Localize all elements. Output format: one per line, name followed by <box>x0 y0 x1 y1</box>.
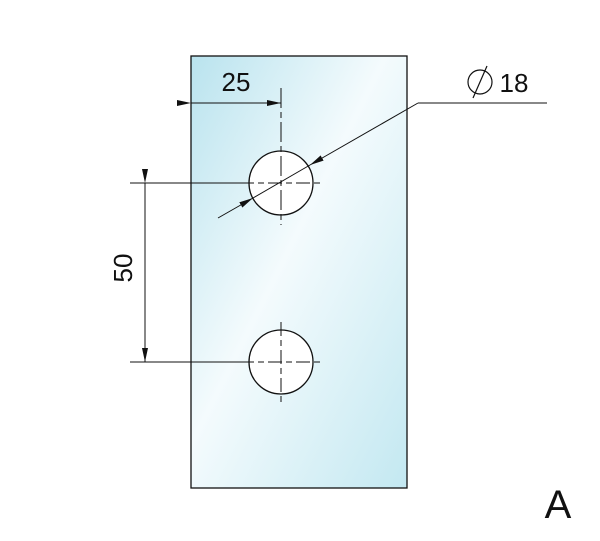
glass-plate <box>190 55 408 489</box>
dimension-50: 50 <box>108 254 138 283</box>
dimension-25: 25 <box>222 67 251 97</box>
view-label: A <box>545 483 572 527</box>
dimension-lines <box>130 100 547 363</box>
diameter-symbol-icon <box>467 65 493 99</box>
dimension-diameter-18: 18 <box>500 68 529 98</box>
center-lines <box>240 88 322 402</box>
